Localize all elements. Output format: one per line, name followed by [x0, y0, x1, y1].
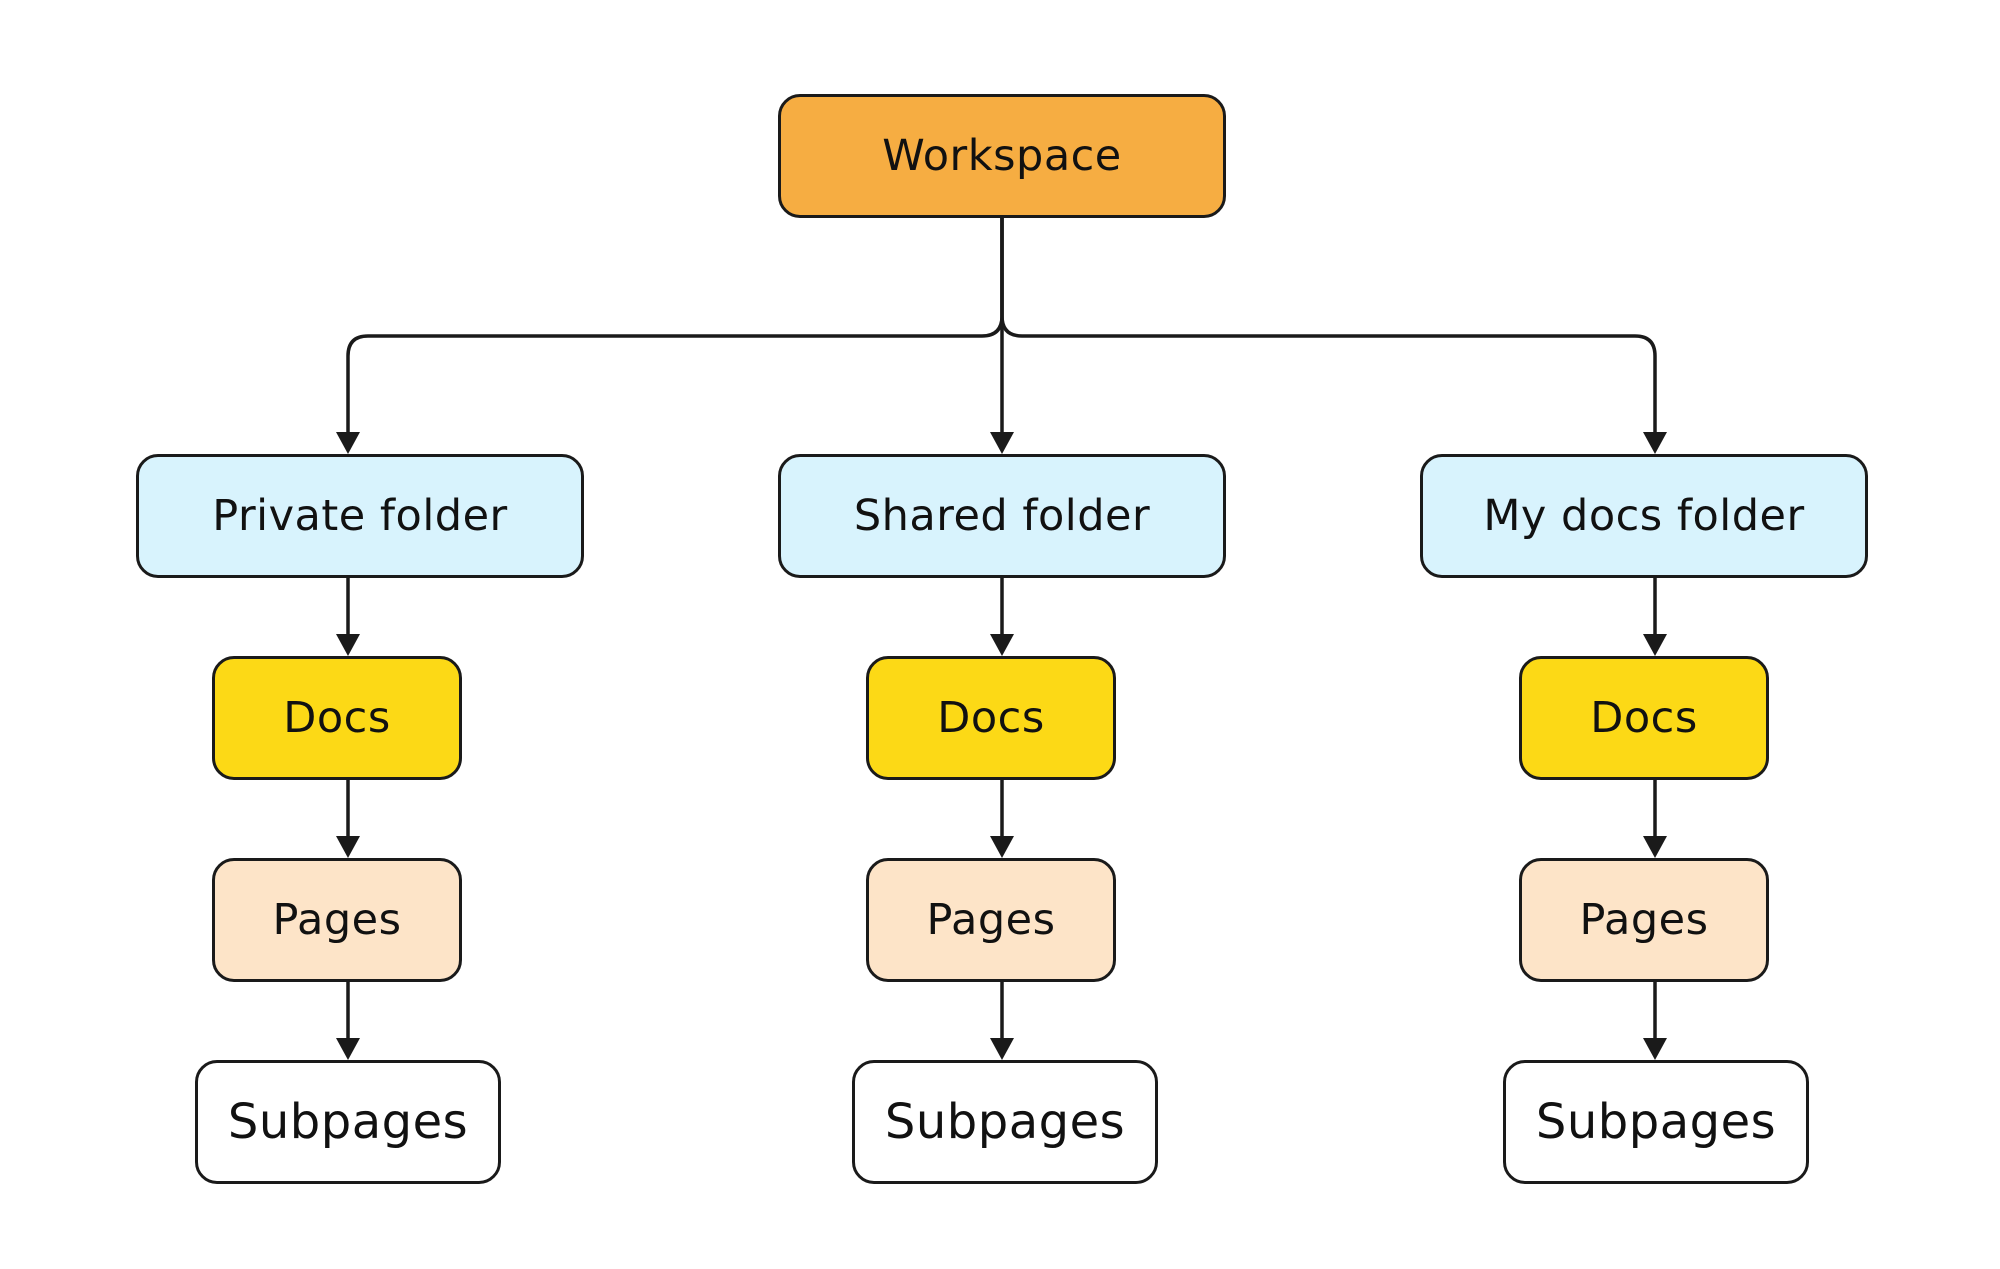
my-docs-pages-label: Pages: [1579, 895, 1709, 945]
arrowhead: [1643, 634, 1667, 656]
shared-subpages-label: Subpages: [884, 1094, 1126, 1150]
arrowhead: [990, 634, 1014, 656]
shared-docs-node: Docs: [866, 656, 1116, 780]
my-docs-subpages-label: Subpages: [1535, 1094, 1777, 1150]
arrowhead: [336, 634, 360, 656]
my-docs-docs-label: Docs: [1590, 693, 1698, 743]
private-pages-node: Pages: [212, 858, 462, 982]
private-docs-node: Docs: [212, 656, 462, 780]
workspace-label: Workspace: [882, 131, 1122, 181]
my-docs-subpages-node: Subpages: [1503, 1060, 1809, 1184]
arrowhead: [990, 1038, 1014, 1060]
private-subpages-label: Subpages: [227, 1094, 469, 1150]
arrowhead: [336, 432, 360, 454]
private-pages-label: Pages: [272, 895, 402, 945]
arrowhead: [336, 1038, 360, 1060]
my-docs-docs-node: Docs: [1519, 656, 1769, 780]
my-docs-pages-node: Pages: [1519, 858, 1769, 982]
arrowhead: [1643, 836, 1667, 858]
arrowhead: [1643, 432, 1667, 454]
private-folder-node: Private folder: [136, 454, 584, 578]
private-docs-label: Docs: [283, 693, 391, 743]
edge-root-to-private-folder: [346, 218, 1004, 445]
arrowhead: [990, 836, 1014, 858]
shared-pages-node: Pages: [866, 858, 1116, 982]
shared-folder-node: Shared folder: [778, 454, 1226, 578]
my-docs-folder-node: My docs folder: [1420, 454, 1868, 578]
arrowhead: [990, 432, 1014, 454]
shared-docs-label: Docs: [937, 693, 1045, 743]
arrowhead: [336, 836, 360, 858]
shared-subpages-node: Subpages: [852, 1060, 1158, 1184]
edge-root-to-my-docs-folder: [1000, 218, 1657, 445]
private-subpages-node: Subpages: [195, 1060, 501, 1184]
workspace-node: Workspace: [778, 94, 1226, 218]
private-folder-label: Private folder: [212, 491, 508, 541]
shared-folder-label: Shared folder: [853, 491, 1151, 541]
arrowhead: [1643, 1038, 1667, 1060]
shared-pages-label: Pages: [926, 895, 1056, 945]
my-docs-folder-label: My docs folder: [1483, 491, 1805, 541]
